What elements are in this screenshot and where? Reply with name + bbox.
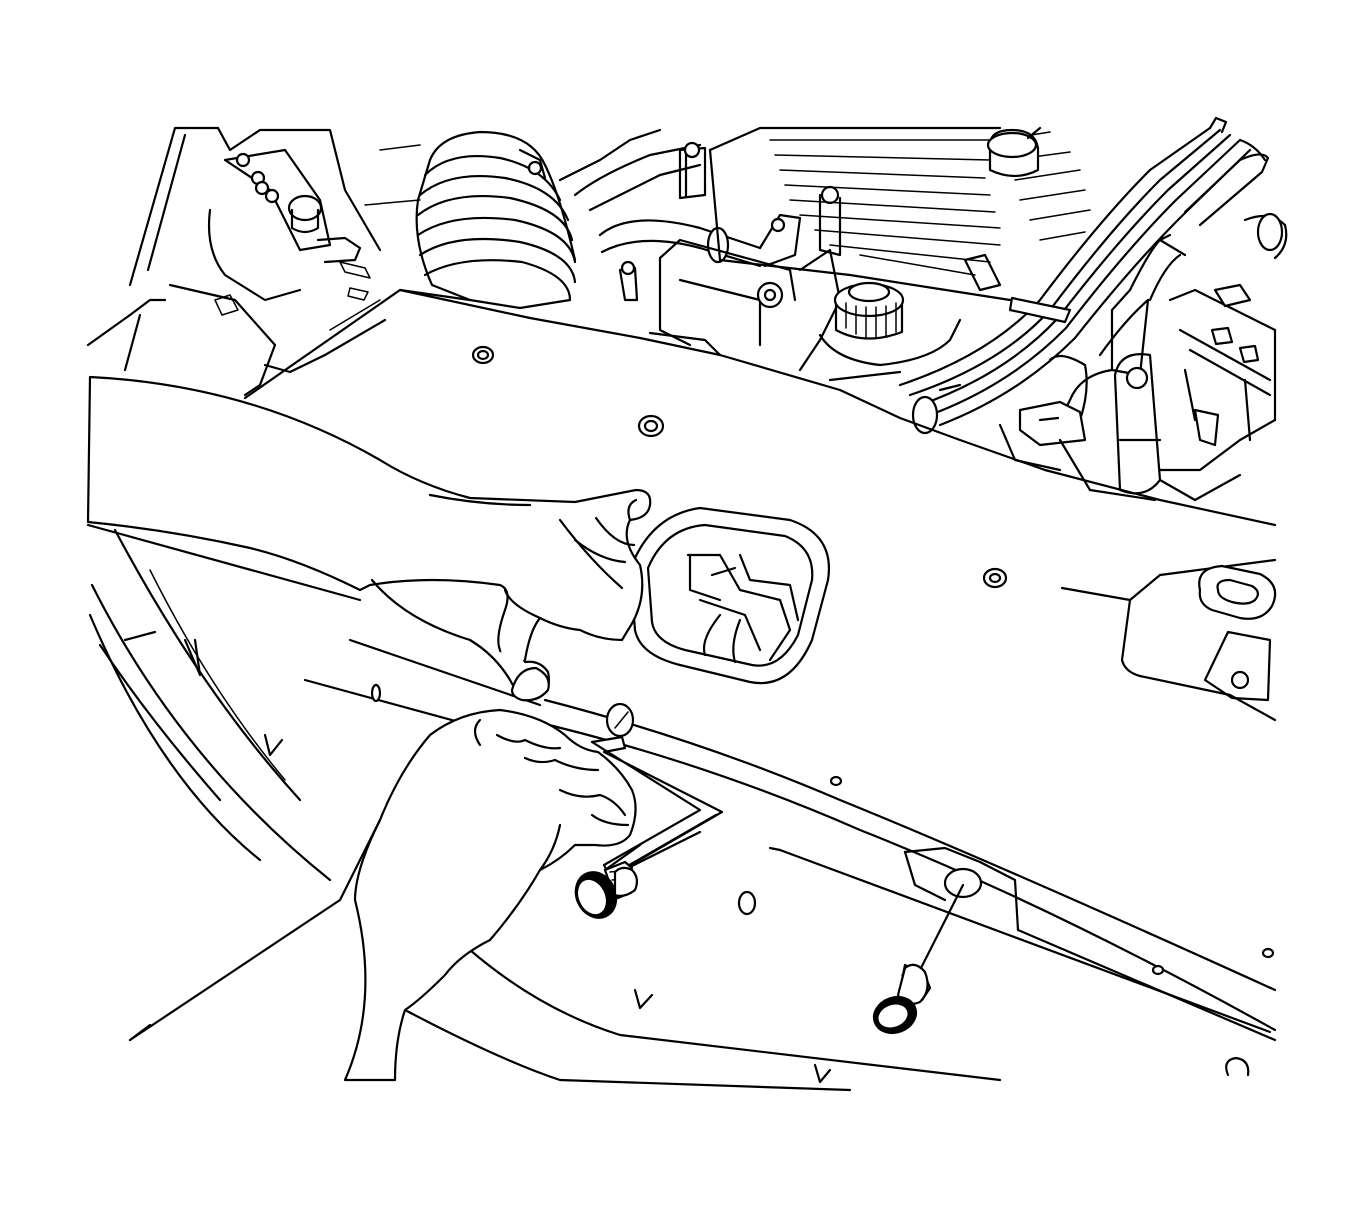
radiator-support-cover	[88, 290, 1275, 1090]
push-pin-retainer-right	[868, 885, 963, 1039]
left-relay-cluster	[237, 154, 360, 262]
reservoir-cap	[820, 283, 960, 380]
right-hand	[130, 710, 636, 1080]
right-bracket	[1000, 285, 1275, 500]
cover-opening	[630, 508, 829, 683]
engine-compartment	[88, 118, 1286, 500]
left-fender-area	[88, 128, 420, 395]
cover-holes	[372, 347, 1273, 1075]
push-pin-retainer-left	[568, 815, 716, 925]
air-intake-duct	[417, 132, 575, 308]
wiring-harness	[900, 118, 1268, 433]
center-hoses	[560, 130, 840, 370]
intake-manifold	[710, 128, 1090, 300]
left-hand	[88, 377, 650, 700]
right-hose	[1020, 214, 1286, 445]
